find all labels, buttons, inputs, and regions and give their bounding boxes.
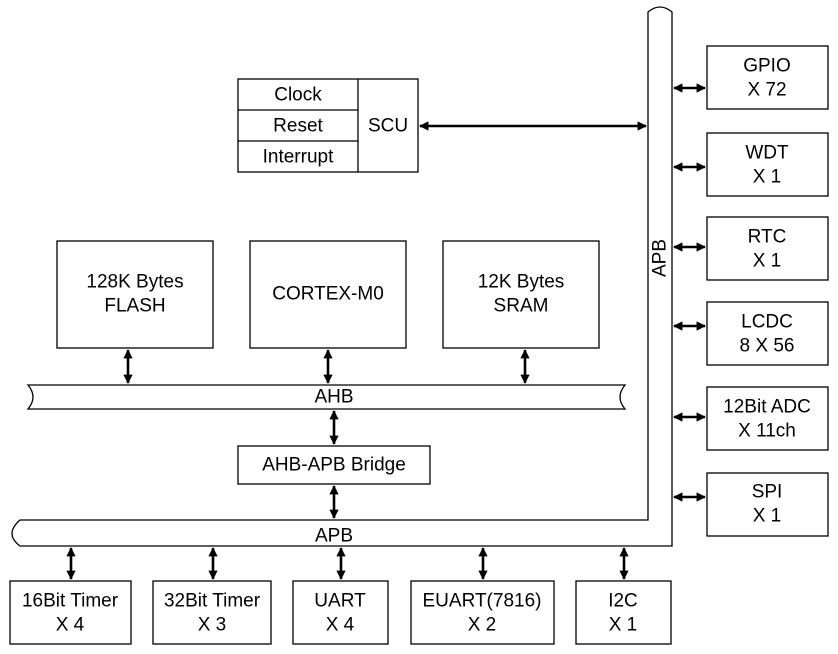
peripheral-16bit-timer: 16Bit Timer X 4 xyxy=(9,580,132,645)
scu-row-interrupt: Interrupt xyxy=(263,147,334,168)
scu-label: SCU xyxy=(368,116,408,137)
bridge-box xyxy=(237,445,431,485)
cpu-box xyxy=(249,240,407,349)
gpio-line-2: X 72 xyxy=(747,80,786,101)
flash-box xyxy=(56,240,214,349)
euart-line-2: X 2 xyxy=(468,615,497,636)
peripheral-lcdc: LCDC 8 X 56 xyxy=(706,301,829,366)
uart-box xyxy=(292,580,389,645)
sram-line-2: SRAM xyxy=(494,296,549,317)
i2c-box xyxy=(575,580,672,645)
flash-line-2: FLASH xyxy=(104,296,165,317)
rtc-line-2: X 1 xyxy=(753,251,782,272)
uart-line-2: X 4 xyxy=(326,615,355,636)
ahb-label: AHB xyxy=(314,387,353,408)
timer16-line-2: X 4 xyxy=(56,615,85,636)
ahb-bus xyxy=(26,384,627,410)
peripheral-gpio: GPIO X 72 xyxy=(706,45,829,110)
sram-line-1: 12K Bytes xyxy=(478,272,565,293)
bridge-label: AHB-APB Bridge xyxy=(262,455,406,476)
timer16-line-1: 16Bit Timer xyxy=(22,591,119,612)
scu-outline xyxy=(237,78,419,173)
euart-line-1: EUART(7816) xyxy=(423,591,542,612)
gpio-line-1: GPIO xyxy=(743,56,791,77)
scu-block: Clock Reset Interrupt SCU xyxy=(237,78,419,173)
adc-line-2: X 11ch xyxy=(738,421,796,442)
peripheral-spi: SPI X 1 xyxy=(706,472,829,537)
flash-line-1: 128K Bytes xyxy=(86,272,183,293)
peripheral-uart: UART X 4 xyxy=(292,580,389,645)
wdt-box xyxy=(706,132,829,197)
peripheral-adc: 12Bit ADC X 11ch xyxy=(706,386,829,451)
spi-line-1: SPI xyxy=(752,482,783,503)
timer32-line-2: X 3 xyxy=(198,615,227,636)
lcdc-line-1: LCDC xyxy=(741,312,793,333)
gpio-box xyxy=(706,45,829,110)
scu-row-clock: Clock xyxy=(274,85,322,106)
lcdc-line-2: 8 X 56 xyxy=(740,336,795,357)
apb-vertical-bus xyxy=(11,6,673,547)
wdt-line-1: WDT xyxy=(745,143,789,164)
adc-box xyxy=(706,386,829,451)
peripheral-wdt: WDT X 1 xyxy=(706,132,829,197)
euart-box xyxy=(410,580,555,645)
timer32-box xyxy=(152,580,272,645)
apb-vertical-label: APB xyxy=(650,239,671,277)
peripheral-rtc: RTC X 1 xyxy=(706,216,829,281)
sram-box xyxy=(442,240,600,349)
apb-horizontal-label: APB xyxy=(315,526,353,547)
i2c-line-1: I2C xyxy=(608,591,638,612)
lcdc-box xyxy=(706,301,829,366)
rtc-line-1: RTC xyxy=(748,227,787,248)
sram-block: 12K Bytes SRAM xyxy=(442,240,600,349)
cpu-label: CORTEX-M0 xyxy=(272,284,384,305)
peripheral-euart: EUART(7816) X 2 xyxy=(410,580,555,645)
peripheral-i2c: I2C X 1 xyxy=(575,580,672,645)
i2c-line-2: X 1 xyxy=(609,615,638,636)
timer32-line-1: 32Bit Timer xyxy=(164,591,261,612)
timer16-box xyxy=(9,580,132,645)
wdt-line-2: X 1 xyxy=(753,167,782,188)
scu-row-reset: Reset xyxy=(273,116,323,137)
uart-line-1: UART xyxy=(314,591,366,612)
cpu-block: CORTEX-M0 xyxy=(249,240,407,349)
adc-line-1: 12Bit ADC xyxy=(723,397,811,418)
flash-block: 128K Bytes FLASH xyxy=(56,240,214,349)
spi-line-2: X 1 xyxy=(753,506,782,527)
bridge-block: AHB-APB Bridge xyxy=(237,445,431,485)
spi-box xyxy=(706,472,829,537)
peripheral-32bit-timer: 32Bit Timer X 3 xyxy=(152,580,272,645)
rtc-box xyxy=(706,216,829,281)
